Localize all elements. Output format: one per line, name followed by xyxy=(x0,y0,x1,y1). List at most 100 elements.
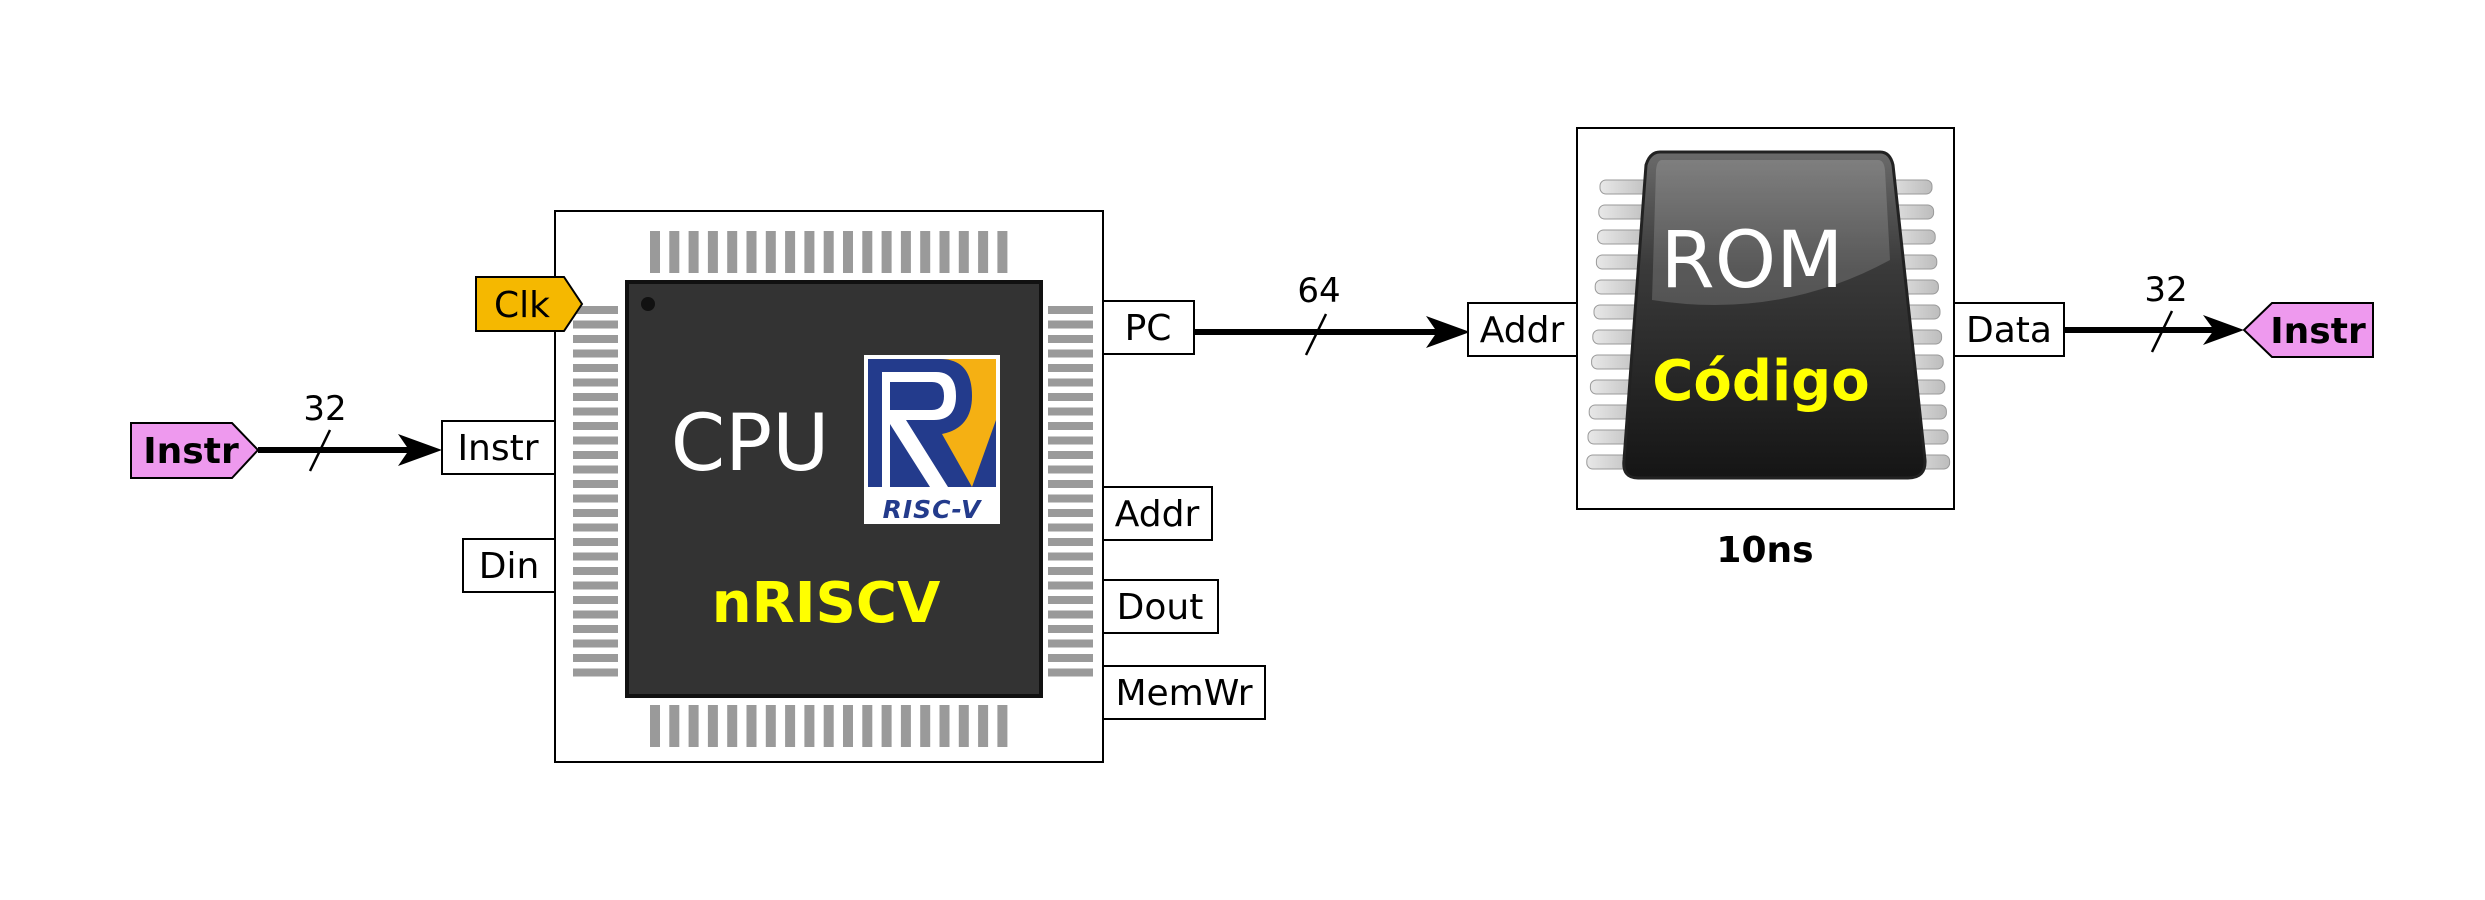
cpu-pin xyxy=(1048,509,1093,517)
cpu-pin xyxy=(669,231,680,273)
data-bus-arrowhead xyxy=(2203,315,2244,345)
rom-data-bus: 32 xyxy=(2064,270,2244,353)
cpu-pin xyxy=(1048,668,1093,677)
cpu-pin xyxy=(573,364,618,372)
pc-bus-width: 64 xyxy=(1297,271,1340,311)
cpu-pin xyxy=(1048,407,1093,416)
port-instr-in: Instr xyxy=(441,420,556,475)
cpu-pin xyxy=(843,231,853,273)
cpu-pin xyxy=(573,422,618,430)
cpu-pin xyxy=(1048,422,1093,430)
rom-chip-shine xyxy=(1652,160,1890,305)
data-bus-slash xyxy=(2150,310,2174,353)
instr-input-tag-label: Instr xyxy=(143,431,239,472)
cpu-pin xyxy=(573,567,618,575)
cpu-pin xyxy=(573,581,618,590)
cpu-pin xyxy=(823,231,834,273)
riscv-logo-v xyxy=(972,420,996,487)
cpu-pin xyxy=(1048,393,1093,401)
port-cpu-addr: Addr xyxy=(1102,486,1213,541)
cpu-pin xyxy=(573,349,618,358)
cpu-pin xyxy=(765,705,776,747)
cpu-pin xyxy=(1048,581,1093,590)
cpu-pin xyxy=(1048,494,1093,503)
cpu-pin xyxy=(1048,364,1093,372)
cpu-pin xyxy=(573,320,618,329)
riscv-logo-white-r xyxy=(882,372,956,487)
cpu-pin xyxy=(573,393,618,401)
instr-output-tag-label: Instr xyxy=(2270,311,2366,352)
cpu-pin xyxy=(727,231,738,273)
cpu-pin xyxy=(823,705,834,747)
cpu-pin xyxy=(746,231,757,273)
cpu-pin xyxy=(1048,610,1093,619)
rom-chip-body xyxy=(1622,150,1927,480)
cpu-pin xyxy=(746,705,757,747)
cpu-pin xyxy=(1048,349,1093,358)
cpu-pin xyxy=(573,668,618,677)
port-rom-addr-label: Addr xyxy=(1480,310,1565,351)
pin1-marker xyxy=(641,297,655,311)
cpu-pin xyxy=(958,705,969,747)
clk-input-tag: Clk xyxy=(475,276,584,332)
port-din-label: Din xyxy=(479,546,540,587)
cpu-block: CPU nRISCV RISC-V Clk Instr Din xyxy=(441,210,1266,763)
rom-timing-label: 10ns xyxy=(1716,530,1813,571)
instr-input-tag: Instr xyxy=(130,422,260,479)
cpu-pin xyxy=(1048,480,1093,488)
pc-to-rom-bus: 64 xyxy=(1194,271,1470,356)
instr-in-arrowhead xyxy=(398,434,442,466)
cpu-pin xyxy=(1048,320,1093,329)
cpu-pin xyxy=(573,509,618,517)
cpu-pin xyxy=(1048,552,1093,561)
instr-in-bus-width: 32 xyxy=(303,389,346,429)
cpu-pin xyxy=(978,705,989,747)
port-dout-label: Dout xyxy=(1117,587,1204,628)
cpu-pin xyxy=(881,705,892,747)
clk-label: Clk xyxy=(494,285,550,326)
port-pc-label: PC xyxy=(1125,308,1172,349)
port-rom-addr: Addr xyxy=(1467,302,1578,357)
port-memwr: MemWr xyxy=(1102,665,1266,720)
cpu-pin xyxy=(920,231,931,273)
rom-title: ROM xyxy=(1661,216,1844,306)
port-cpu-addr-label: Addr xyxy=(1115,494,1200,535)
cpu-pin xyxy=(688,231,699,273)
cpu-pin xyxy=(1048,306,1093,314)
cpu-pin xyxy=(573,654,618,662)
cpu-pin xyxy=(1048,654,1093,662)
cpu-pin xyxy=(881,231,892,273)
cpu-pin xyxy=(1048,639,1093,648)
cpu-pin xyxy=(1048,465,1093,474)
cpu-pin xyxy=(997,705,1008,747)
cpu-pin xyxy=(573,610,618,619)
cpu-pin xyxy=(573,407,618,416)
cpu-pin xyxy=(900,705,911,747)
cpu-pin xyxy=(573,625,618,633)
port-rom-data-label: Data xyxy=(1966,310,2052,351)
cpu-pin xyxy=(1048,625,1093,633)
cpu-title: CPU xyxy=(671,399,830,489)
cpu-pin xyxy=(573,480,618,488)
riscv-logo: RISC-V xyxy=(864,355,1000,524)
cpu-pin xyxy=(765,231,776,273)
cpu-pin xyxy=(707,705,718,747)
port-memwr-label: MemWr xyxy=(1115,673,1252,714)
port-dout: Dout xyxy=(1102,579,1219,634)
cpu-pin xyxy=(1048,538,1093,546)
cpu-pin xyxy=(573,465,618,474)
cpu-pin xyxy=(688,705,699,747)
cpu-pin xyxy=(978,231,989,273)
rom-subtitle: Código xyxy=(1652,349,1869,414)
instr-in-bus-slash xyxy=(308,429,332,472)
cpu-pin xyxy=(939,705,950,747)
cpu-pin xyxy=(650,705,660,747)
cpu-pin xyxy=(939,231,950,273)
cpu-pin xyxy=(650,231,660,273)
cpu-pin xyxy=(1048,436,1093,445)
cpu-pin xyxy=(573,552,618,561)
cpu-pin xyxy=(1048,378,1093,387)
cpu-pin xyxy=(920,705,931,747)
cpu-pin xyxy=(862,231,873,273)
